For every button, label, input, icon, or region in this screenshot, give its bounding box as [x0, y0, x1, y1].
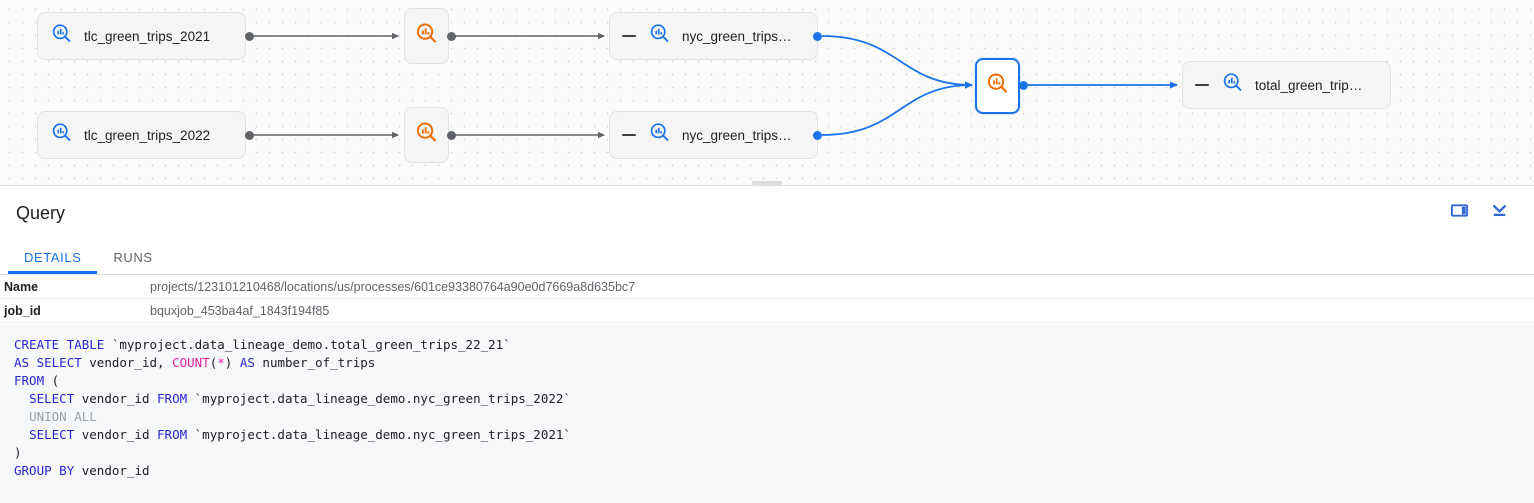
detail-key: job_id [4, 303, 41, 318]
lineage-node-label: total_green_trip… [1255, 77, 1363, 93]
node-output-port[interactable] [245, 31, 254, 41]
table-search-icon [648, 121, 672, 150]
node-output-port[interactable] [813, 130, 822, 140]
panel-resize-handle[interactable] [752, 181, 782, 185]
tab-runs[interactable]: RUNS [113, 249, 153, 265]
lineage-node-label: nyc_green_trips… [682, 127, 792, 143]
collapse-node-icon[interactable] [622, 134, 636, 136]
lineage-node-process-1[interactable] [404, 8, 449, 64]
split-panel-icon [1450, 201, 1469, 225]
split-panel-button[interactable] [1446, 200, 1472, 226]
page-title: Query [16, 202, 66, 223]
collapse-node-icon[interactable] [622, 35, 636, 37]
lineage-node-label: tlc_green_trips_2021 [84, 28, 211, 44]
node-output-port[interactable] [813, 31, 822, 41]
detail-row-job-id: job_id bquxjob_453ba4af_1843f194f85 [0, 299, 1534, 323]
lineage-node-label: nyc_green_trips… [682, 28, 792, 44]
sql-code[interactable]: CREATE TABLE `myproject.data_lineage_dem… [14, 337, 571, 478]
process-search-icon [414, 120, 440, 151]
lineage-node-process-2[interactable] [404, 107, 449, 163]
details-table: Name projects/123101210468/locations/us/… [0, 275, 1534, 323]
table-search-icon [50, 22, 74, 51]
detail-key: Name [4, 279, 39, 294]
process-search-icon [414, 21, 440, 52]
collapse-down-icon [1490, 201, 1509, 225]
node-output-port[interactable] [1019, 80, 1028, 90]
tab-details[interactable]: DETAILS [8, 240, 98, 274]
lineage-node-process-3-selected[interactable] [975, 58, 1020, 114]
sql-query-block: CREATE TABLE `myproject.data_lineage_dem… [0, 326, 1534, 503]
panel-header: Query [0, 186, 1534, 240]
collapse-panel-button[interactable] [1486, 200, 1512, 226]
lineage-node-total-green-trips[interactable]: total_green_trip… [1182, 61, 1391, 109]
table-search-icon [50, 121, 74, 150]
node-output-port[interactable] [245, 130, 254, 140]
collapse-node-icon[interactable] [1195, 84, 1209, 86]
lineage-node-nyc-green-trips-2022[interactable]: nyc_green_trips… [609, 111, 818, 159]
detail-value: bquxjob_453ba4af_1843f194f85 [150, 303, 330, 318]
lineage-node-label: tlc_green_trips_2022 [84, 127, 211, 143]
panel-tabs: DETAILS RUNS [0, 240, 1534, 275]
lineage-node-tlc-green-trips-2022[interactable]: tlc_green_trips_2022 [37, 111, 246, 159]
query-details-panel: Query DETAILS R [0, 181, 1534, 503]
lineage-node-tlc-green-trips-2021[interactable]: tlc_green_trips_2021 [37, 12, 246, 60]
table-search-icon [1221, 71, 1245, 100]
table-search-icon [648, 22, 672, 51]
node-output-port[interactable] [447, 31, 456, 41]
lineage-node-nyc-green-trips-2021[interactable]: nyc_green_trips… [609, 12, 818, 60]
lineage-graph-canvas[interactable]: tlc_green_trips_2021 tlc_green_trips_202… [0, 0, 1534, 185]
detail-value: projects/123101210468/locations/us/proce… [150, 279, 636, 294]
detail-row-name: Name projects/123101210468/locations/us/… [0, 275, 1534, 299]
panel-header-actions [1446, 200, 1518, 226]
process-search-icon [985, 71, 1011, 102]
node-output-port[interactable] [447, 130, 456, 140]
